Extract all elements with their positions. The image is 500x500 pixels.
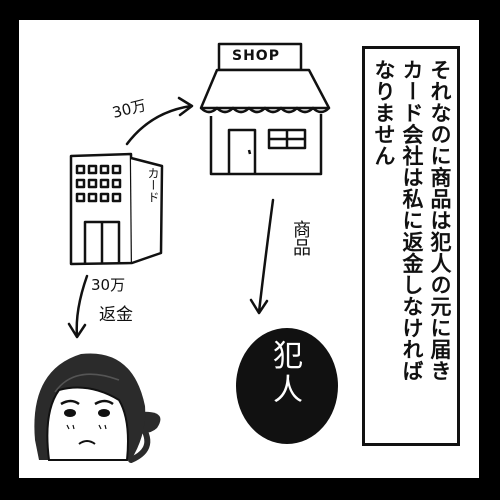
refund-label: 返金 <box>99 305 133 325</box>
panel-drawing <box>34 42 338 463</box>
goods-label: 商品 <box>290 220 311 256</box>
narration-line-1: それなのに商品は犯人の元に届き <box>428 59 452 382</box>
narration-box: それなのに商品は犯人の元に届き カード会社は私に返金しなければ なりません <box>362 46 460 446</box>
woman-avatar <box>34 353 161 463</box>
criminal-silhouette <box>236 328 338 444</box>
shop-sign: SHOP <box>232 48 280 64</box>
refund-amount-label: 30万 <box>91 276 126 294</box>
arrows <box>67 96 275 339</box>
narration-line-3: なりません <box>372 59 396 167</box>
comic-panel: SHOP カード 30万 30万 返金 商品 犯人 それなのに商品は犯人の元に届… <box>19 20 479 478</box>
card-company-building <box>69 152 164 266</box>
narration-line-2: カード会社は私に返金しなければ <box>400 59 424 382</box>
card-company-sign: カード <box>146 167 160 203</box>
shop-building <box>199 42 331 176</box>
criminal-label: 犯人 <box>273 339 303 408</box>
